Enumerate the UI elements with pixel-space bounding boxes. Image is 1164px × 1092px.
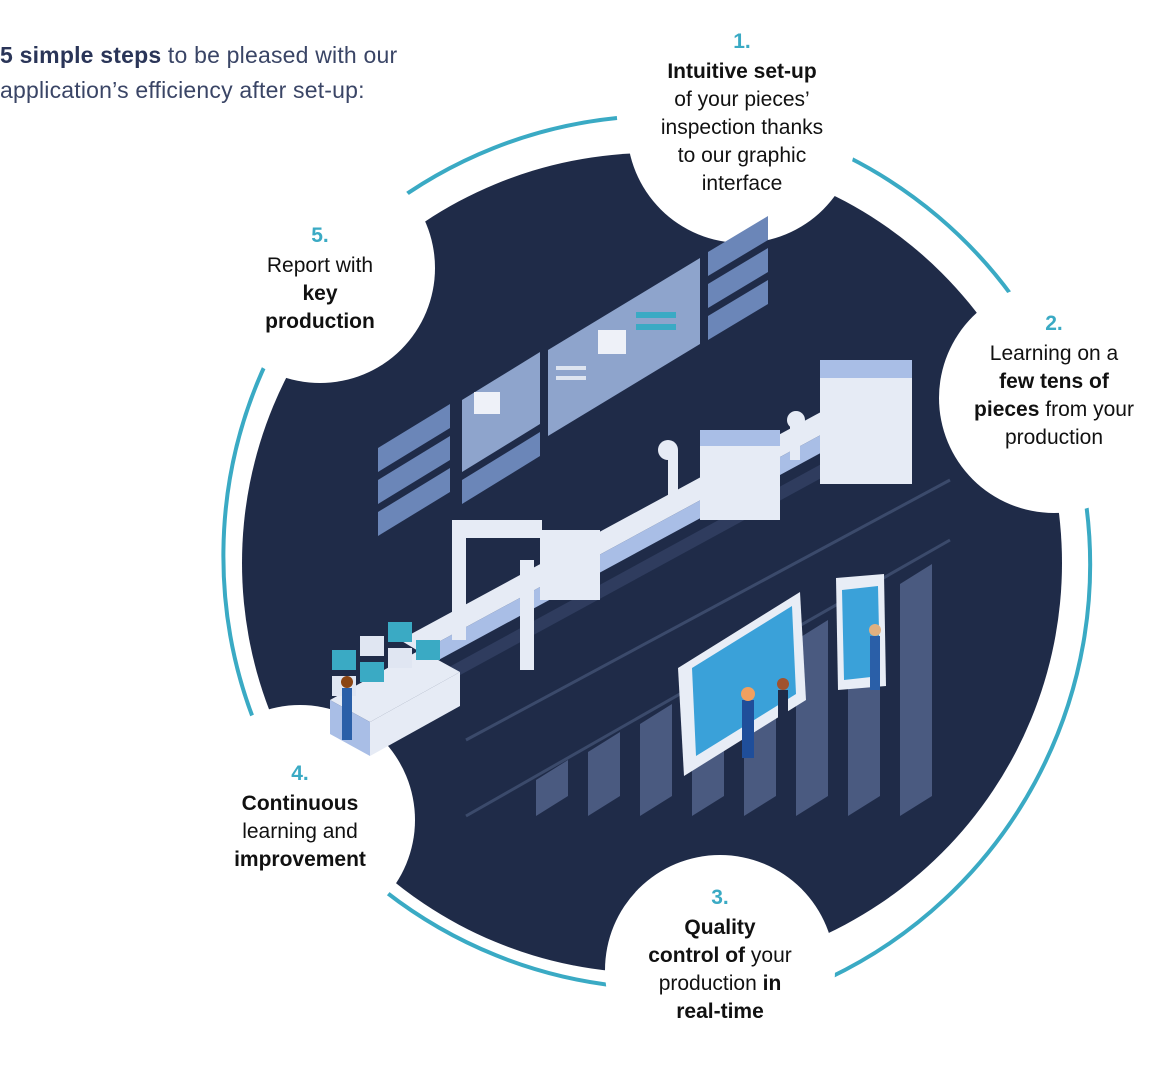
step-5-text-run: Report with bbox=[266, 254, 374, 277]
step-5-text-run: production bbox=[265, 310, 375, 333]
step-1-text-run: Intuitive set-up bbox=[667, 60, 817, 83]
intro-bold: 5 simple steps bbox=[0, 42, 162, 68]
step-2-line: pieces from your bbox=[939, 396, 1164, 424]
step-2-text-run: few tens of bbox=[999, 370, 1109, 393]
step-4-number: 4. bbox=[291, 762, 309, 785]
step-3-line: Quality bbox=[605, 914, 835, 942]
intro-text: 5 simple steps to be pleased with our ap… bbox=[0, 38, 470, 108]
step-1-line: inspection thanks bbox=[627, 114, 857, 142]
intro-line1: to be pleased with our bbox=[161, 42, 398, 68]
step-4-text-run: improvement bbox=[234, 848, 366, 871]
ring-arc-2-3 bbox=[828, 502, 1093, 980]
step-2-line: production bbox=[939, 424, 1164, 452]
step-3-text-run: control of bbox=[648, 944, 746, 967]
step-1-line: Intuitive set-up bbox=[627, 58, 857, 86]
step-2-text-run: pieces bbox=[974, 398, 1040, 421]
ring-arc-5-1 bbox=[381, 116, 618, 213]
step-4-text-run: learning and bbox=[242, 820, 358, 843]
step-1-line: to our graphic bbox=[627, 142, 857, 170]
step-3-text-run: real-time bbox=[676, 1000, 764, 1023]
ring-arc-4-5 bbox=[221, 362, 268, 741]
step-1-text-run: to our graphic bbox=[677, 144, 807, 167]
step-4-line: improvement bbox=[185, 846, 415, 874]
step-5: 5. Report with key production bbox=[205, 222, 435, 336]
step-3-bubble bbox=[605, 855, 835, 1085]
step-2-line: Learning on a bbox=[939, 340, 1164, 368]
step-5-text: Report with key production bbox=[205, 252, 435, 336]
step-5-number: 5. bbox=[311, 224, 329, 247]
step-1-bubble bbox=[627, 13, 857, 243]
step-2-text-run: from your bbox=[1039, 398, 1134, 421]
step-4-text: Continuous learning and improvement bbox=[185, 790, 415, 874]
step-1-number: 1. bbox=[733, 30, 751, 53]
step-5-line: production bbox=[205, 308, 435, 336]
step-2-text-run: production bbox=[1004, 426, 1104, 449]
step-2-text: Learning on a few tens of pieces from your… bbox=[939, 340, 1164, 452]
ring-arc-1-2 bbox=[847, 155, 1014, 298]
step-4-text-run: Continuous bbox=[241, 792, 359, 815]
step-5-bubble bbox=[205, 153, 435, 383]
step-3-text-run: Quality bbox=[684, 916, 756, 939]
step-3-line: production in bbox=[605, 970, 835, 998]
step-3-number: 3. bbox=[711, 886, 729, 909]
step-1-line: interface bbox=[627, 170, 857, 198]
step-1-text: Intuitive set-up of your pieces’ inspectio… bbox=[627, 58, 857, 198]
step-2-text-run: Learning on a bbox=[989, 342, 1119, 365]
step-1-line: of your pieces’ bbox=[627, 86, 857, 114]
step-3-text-run: production bbox=[658, 972, 763, 995]
step-1-text-run: interface bbox=[701, 172, 783, 195]
step-5-text-run: key bbox=[302, 282, 338, 305]
step-5-line: Report with bbox=[205, 252, 435, 280]
step-2-number: 2. bbox=[1045, 312, 1063, 335]
step-4-line: learning and bbox=[185, 818, 415, 846]
step-4-line: Continuous bbox=[185, 790, 415, 818]
production-line bbox=[400, 360, 912, 686]
step-3-line: real-time bbox=[605, 998, 835, 1026]
ring-arc-3-4 bbox=[384, 890, 620, 988]
tablet-screens bbox=[341, 574, 886, 776]
step-2-line: few tens of bbox=[939, 368, 1164, 396]
step-3-line: control of your bbox=[605, 942, 835, 970]
intro-line2: application’s efficiency after set-up: bbox=[0, 77, 365, 103]
step-1: 1. Intuitive set-up of your pieces’ inspec… bbox=[627, 28, 857, 198]
step-2-bubble bbox=[939, 283, 1164, 513]
step-3-text-run: in bbox=[762, 972, 782, 995]
step-1-text-run: inspection thanks bbox=[660, 116, 824, 139]
step-4: 4. Continuous learning and improvement bbox=[185, 760, 415, 874]
dashboard-panels bbox=[378, 216, 768, 536]
step-2: 2. Learning on a few tens of pieces from y… bbox=[939, 310, 1164, 452]
step-4-bubble bbox=[185, 705, 415, 935]
step-3-text-run: your bbox=[745, 944, 792, 967]
step-5-line: key bbox=[205, 280, 435, 308]
step-1-text-run: of your pieces’ bbox=[674, 88, 810, 111]
